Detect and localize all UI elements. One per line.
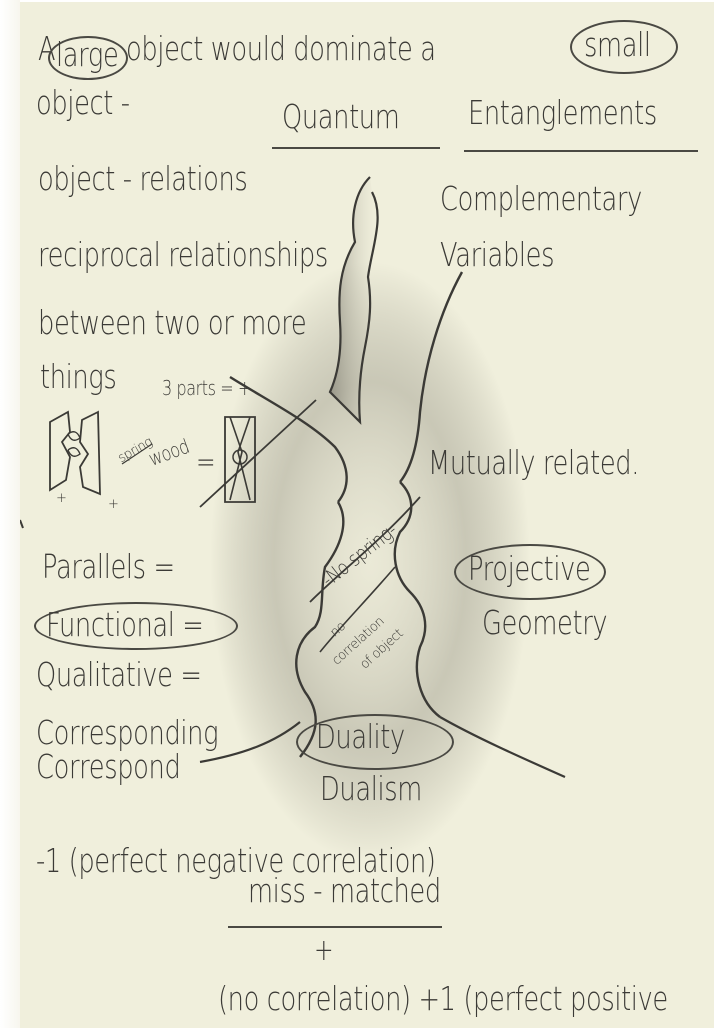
note-qualitative: Qualitative = [36,658,202,691]
diagram-half-right [80,412,100,494]
underline-miss-matched [228,926,442,928]
sketchbook-page: A large object would dominate a small ob… [20,2,714,1028]
note-object-relations: object - relations [38,162,247,195]
note-projective: Projective [468,552,590,585]
note-correspond: Correspond [36,750,180,783]
note-corresponding: Corresponding [36,716,218,749]
diagram-half-left [50,412,70,490]
note-large: large [56,38,118,71]
note-reciprocal: reciprocal relationships [38,238,328,271]
note-dualism: Dualism [320,772,422,805]
note-line1-mid: object would dominate a [126,32,436,65]
note-bottom-line: (no correlation) +1 (perfect positive [218,982,668,1015]
underline-entanglements [464,150,698,152]
margin-tick [20,520,23,528]
note-things: things [40,360,116,393]
note-variables: Variables [440,238,554,271]
page-edge [0,0,20,1028]
note-duality: Duality [316,720,405,753]
diagram-equals: = [196,448,215,478]
heading-quantum: Quantum [282,100,399,133]
note-parallels: Parallels = [42,550,175,583]
diagram-plus-1: + [56,492,66,505]
note-three-parts: 3 parts = + [162,378,251,398]
heading-entanglements: Entanglements [468,96,657,129]
note-miss-matched: miss - matched [248,874,441,907]
note-geometry: Geometry [482,606,607,639]
note-complementary: Complementary [440,182,642,215]
note-plus-sign: + [314,936,333,966]
note-functional: Functional = [46,608,203,641]
diagram-plus-2: + [108,498,118,511]
diagram-spring-coil [68,432,80,457]
note-small: small [584,28,651,61]
note-object: object - [36,86,130,119]
note-between: between two or more [38,306,306,339]
underline-quantum [272,147,440,149]
note-mutually-related: Mutually related. [428,446,639,479]
